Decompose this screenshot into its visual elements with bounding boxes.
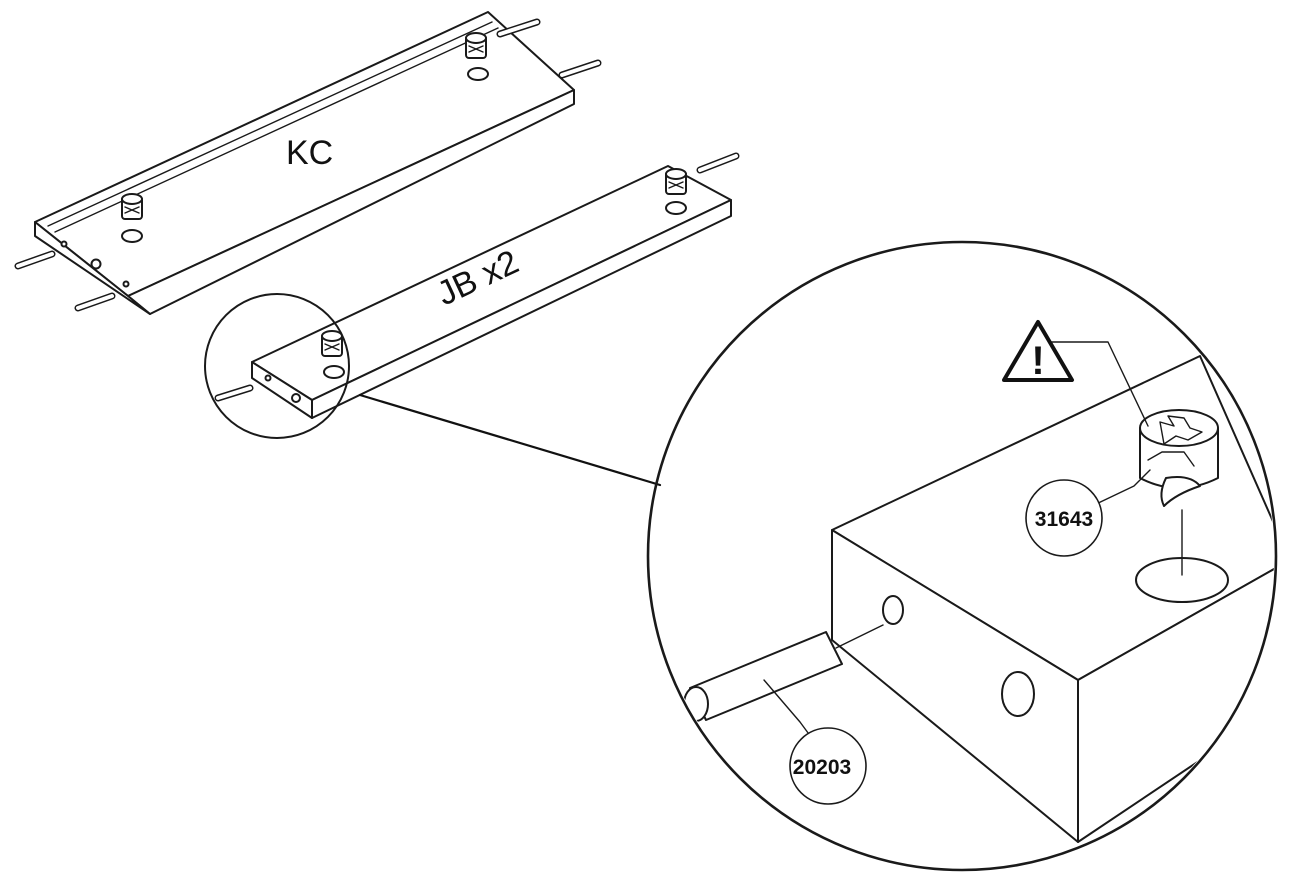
cam-lock-small <box>321 330 343 357</box>
detail-source-circle <box>204 293 350 439</box>
cam-lock-small <box>665 168 687 195</box>
panel-jb-cam-hole <box>323 365 345 379</box>
warning-triangle-icon: ! <box>1002 320 1074 383</box>
callout-20203: 20203 <box>789 727 867 805</box>
detail-bolt-hole <box>1001 671 1035 717</box>
panel-kc-groove <box>47 21 493 227</box>
detail-magnifier: ! 31643 20203 <box>204 240 1278 872</box>
panel-jb-end-hole <box>291 393 301 403</box>
warning-leader-line <box>1041 341 1149 427</box>
detail-block-side-face <box>1077 559 1274 843</box>
panel-kc-cam-hole <box>467 67 489 81</box>
panel-jb-cam-hole <box>665 201 687 215</box>
panel-kc-end-hole <box>122 280 130 288</box>
detail-circle <box>646 240 1278 872</box>
panel-kc-label: KC <box>286 134 333 172</box>
panel-kc: KC <box>14 11 602 315</box>
dowel-small <box>74 292 116 312</box>
dowel-small <box>496 18 541 38</box>
dowel-small <box>14 250 56 270</box>
cam-lock-small <box>465 32 487 59</box>
panel-kc-end-hole <box>90 258 102 270</box>
panel-kc-cam-hole <box>121 229 143 243</box>
dowel-small <box>558 59 602 79</box>
warning-glyph: ! <box>1031 339 1044 383</box>
callout-31643-text: 31643 <box>1035 508 1093 531</box>
cam-lock-small <box>121 193 143 220</box>
callout-31643: 31643 <box>1025 479 1103 557</box>
detail-dowel-hole <box>882 595 904 625</box>
dowel-small <box>214 384 254 402</box>
cam-lock-large <box>1139 409 1219 507</box>
dowel-large <box>683 624 884 722</box>
panel-kc-end-hole <box>60 240 68 248</box>
dowel-small <box>696 152 740 174</box>
detail-connector-line <box>358 393 662 487</box>
callout-31643-leader <box>1091 469 1151 507</box>
panel-jb-end-hole <box>264 374 272 382</box>
callout-20203-text: 20203 <box>793 756 851 779</box>
